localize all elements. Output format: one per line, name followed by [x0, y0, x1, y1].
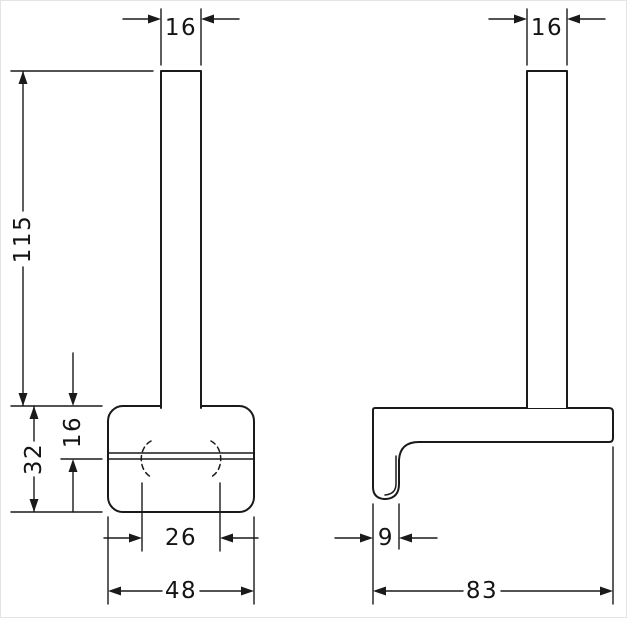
dim-side-bar-width-lines — [488, 8, 606, 66]
front-bar-outline — [160, 70, 202, 409]
dim-side-depth-label: 83 — [466, 578, 498, 604]
dim-side-bar-width-label: 16 — [531, 15, 563, 41]
clamp-arc-right — [210, 440, 222, 478]
dim-front-body-height-arrows — [29, 406, 39, 512]
dim-front-height: 115 — [10, 70, 154, 407]
side-body-inner-contour — [384, 455, 397, 496]
dim-front-bar-width-lines — [122, 8, 240, 66]
dim-front-clamp-spacing-label: 26 — [165, 525, 197, 551]
front-seam-lines — [108, 452, 254, 460]
side-body-outline — [372, 407, 614, 500]
dim-side-foot-depth: 9 — [334, 503, 438, 605]
dim-front-seam-offset-label: 16 — [60, 416, 86, 448]
clamp-arc-left — [140, 440, 152, 478]
dim-front-height-lines — [10, 70, 154, 407]
dim-side-foot-depth-lines — [334, 503, 438, 605]
dim-front-clamp-spacing-lines — [103, 482, 259, 552]
dim-side-depth-lines — [385, 446, 614, 605]
dim-front-body-width-label: 48 — [165, 578, 197, 604]
dim-side-bar-width: 16 — [488, 8, 606, 66]
dim-front-seam-offset: 16 — [60, 352, 103, 513]
dim-side-foot-depth-label: 9 — [378, 525, 394, 551]
side-view: 16 9 83 — [334, 8, 614, 605]
dim-front-clamp-spacing: 26 — [103, 482, 259, 552]
dim-front-body-width: 48 — [107, 516, 255, 605]
dim-front-height-label: 115 — [10, 215, 36, 263]
front-view: 16 115 32 16 — [10, 8, 259, 605]
dim-side-depth: 83 — [373, 446, 614, 605]
dim-front-body-height: 32 — [10, 405, 103, 513]
side-bar-outline — [526, 70, 568, 409]
dim-front-body-width-lines — [107, 516, 255, 605]
dim-front-bar-width-label: 16 — [165, 15, 197, 41]
dim-front-bar-width: 16 — [122, 8, 240, 66]
dim-front-body-height-label: 32 — [21, 443, 47, 475]
dim-front-seam-offset-lines — [60, 352, 103, 513]
dim-side-foot-depth-arrows — [360, 533, 412, 543]
